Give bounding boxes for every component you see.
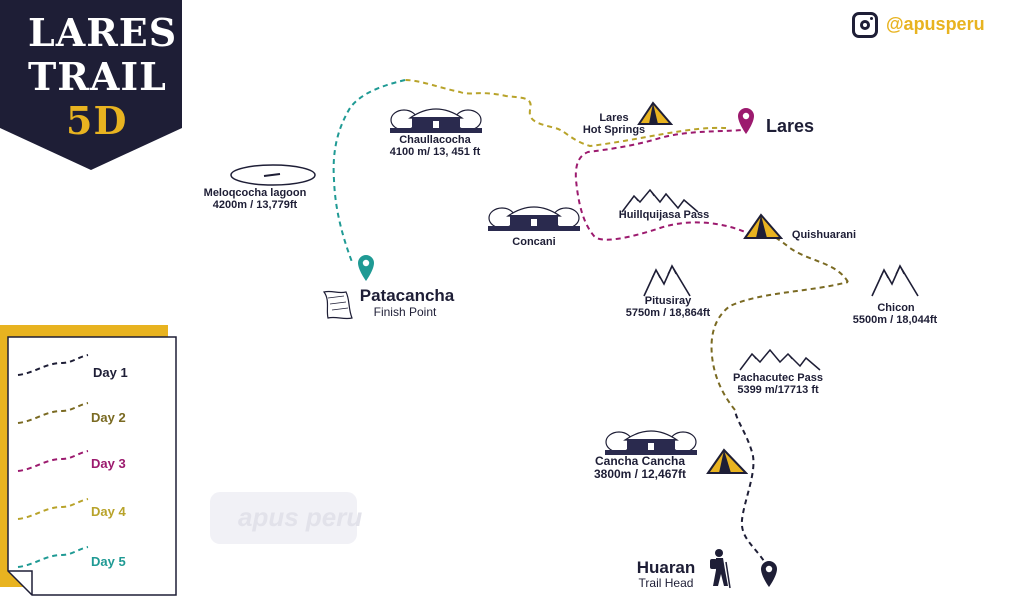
label-meloqcocha-elevation: 4200m / 13,779ft <box>212 199 298 211</box>
legend-line-day-2 <box>17 402 89 424</box>
legend-label-day-4: Day 4 <box>91 504 126 519</box>
route-day-1 <box>734 409 769 569</box>
lodge-icon-cancha-cancha <box>605 430 697 455</box>
label-pachacutec-elevation: 5399 m/17713 ft <box>737 384 819 396</box>
route-day-4 <box>404 79 727 148</box>
instagram-icon[interactable] <box>852 12 878 38</box>
mountain-icon-pitusiray <box>643 264 691 297</box>
label-lares-hot-springs-line2: Hot Springs <box>582 124 646 136</box>
lodge-icon-concani <box>488 206 580 231</box>
legend-label-day-2: Day 2 <box>91 410 126 425</box>
label-pitusiray-elevation: 5750m / 18,864ft <box>625 307 711 319</box>
label-huaran-sub: Trail Head <box>638 576 694 590</box>
mountain-icon-pachacutec <box>739 348 821 371</box>
label-pitusiray: Pitusiray <box>644 295 692 307</box>
scroll-map-icon <box>322 290 353 320</box>
tent-icon-lares-hot-springs <box>637 101 673 125</box>
banner-line-1: LARES <box>28 10 178 55</box>
watermark-text: apus peru <box>238 502 363 532</box>
lodge-icon-chaullacocha <box>390 108 482 133</box>
route-day-5 <box>332 79 406 263</box>
label-chaullacocha: Chaullacocha <box>399 134 471 146</box>
legend-line-day-1 <box>17 354 89 376</box>
label-cancha-cancha: Cancha Cancha <box>594 454 686 468</box>
banner-line-2: TRAIL <box>28 54 167 99</box>
label-huaran: Huaran <box>636 558 696 577</box>
legend-label-day-5: Day 5 <box>91 554 126 569</box>
label-cancha-cancha-elevation: 3800m / 12,467ft <box>593 467 687 481</box>
tent-icon-quishuarani <box>743 213 783 239</box>
label-chicon-elevation: 5500m / 18,044ft <box>852 314 938 326</box>
social-handle[interactable]: @apusperu <box>886 14 985 34</box>
map-pin-icon-lares[interactable] <box>736 107 756 135</box>
label-lares-hot-springs-line1: Lares <box>599 112 629 124</box>
label-patacancha: Patacancha <box>359 286 455 305</box>
label-patacancha-sub: Finish Point <box>373 305 437 319</box>
watermark-badge <box>210 492 357 544</box>
lagoon-icon <box>230 164 316 186</box>
label-huillquijasa-pass: Huillquijasa Pass <box>618 209 710 221</box>
mountain-icon-chicon <box>871 264 919 297</box>
title-banner <box>0 0 182 170</box>
banner-line-3: 5D <box>66 98 128 143</box>
legend-line-day-4 <box>17 498 89 520</box>
map-pin-icon-patacancha[interactable] <box>356 254 376 282</box>
route-day-3 <box>574 129 753 241</box>
map-pin-icon-huaran[interactable] <box>759 560 779 588</box>
label-lares: Lares <box>766 116 815 136</box>
label-pachacutec-pass: Pachacutec Pass <box>733 372 823 384</box>
label-chaullacocha-elevation: 4100 m/ 13, 451 ft <box>389 146 481 158</box>
legend-label-day-3: Day 3 <box>91 456 126 471</box>
legend-label-day-1: Day 1 <box>93 365 128 380</box>
mountain-icon-huillquijasa <box>621 188 699 213</box>
hiker-icon <box>710 549 731 589</box>
route-day-2b <box>765 231 849 283</box>
route-day-2 <box>710 281 849 411</box>
tent-icon-cancha-cancha <box>706 448 748 474</box>
label-meloqcocha: Meloqcocha lagoon <box>203 187 307 199</box>
legend-card <box>0 325 177 596</box>
label-chicon: Chicon <box>877 302 915 314</box>
legend-line-day-5 <box>17 546 89 568</box>
label-quishuarani: Quishuarani <box>791 229 857 241</box>
legend-line-day-3 <box>17 450 89 472</box>
label-concani: Concani <box>512 236 556 248</box>
